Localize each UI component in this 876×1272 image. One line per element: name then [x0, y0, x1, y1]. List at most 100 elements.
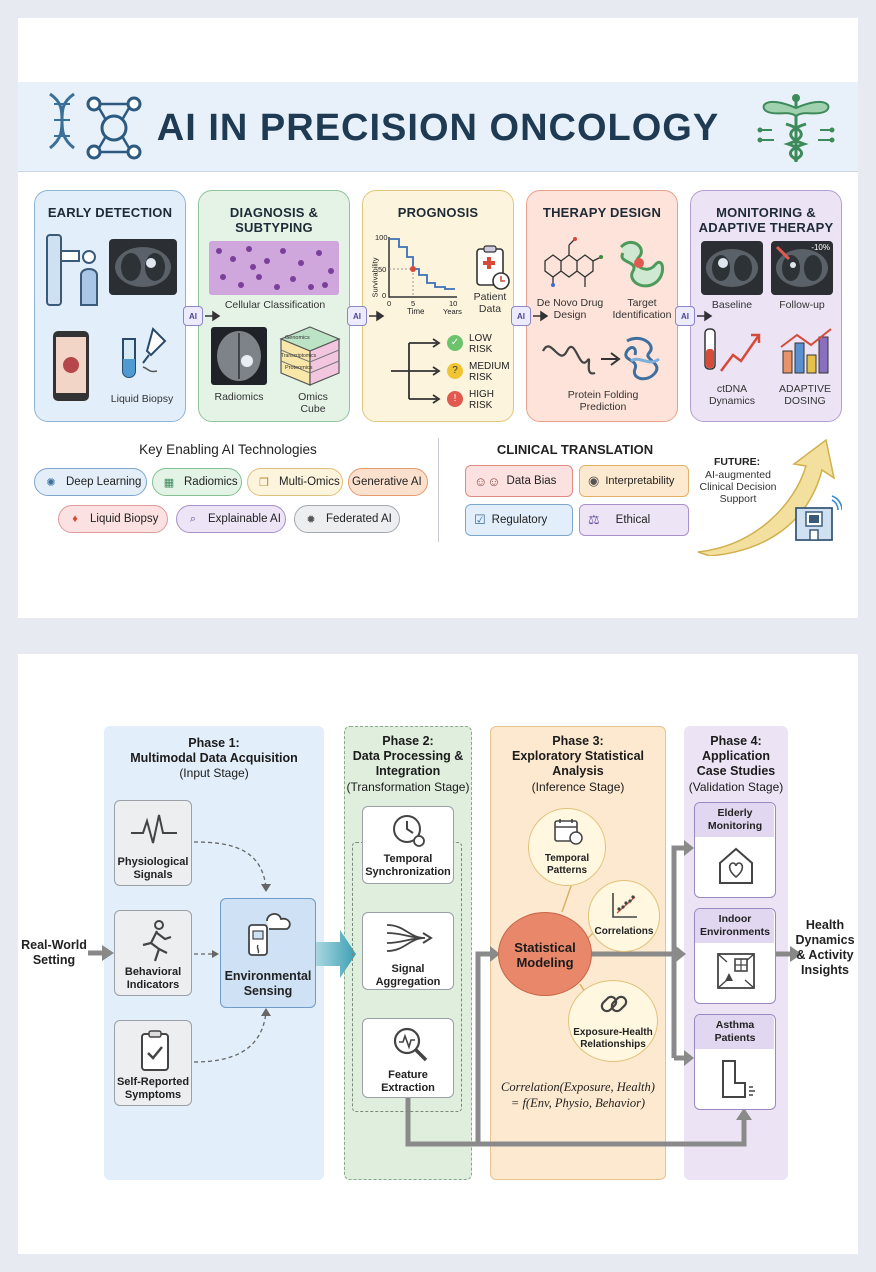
molecule-icon	[535, 231, 605, 295]
clinical-data-bias: ☺☺Data Bias	[465, 465, 573, 497]
time-label: Time	[407, 307, 425, 316]
caduceus-icon	[754, 90, 838, 166]
phase-3-stage: (Inference Stage)	[531, 780, 625, 794]
test-tube-icon	[113, 325, 173, 381]
phase-1-stage: (Input Stage)	[179, 766, 249, 780]
stage-prognosis: PROGNOSIS Survivability 100 50 0 0 5 10 …	[362, 190, 514, 422]
reduction-badge: -10%	[811, 243, 830, 252]
medium-risk-label: MEDIUM RISK	[469, 361, 510, 383]
analysis-exposure-health: Exposure-Health Relationships	[568, 980, 658, 1062]
ai-chip-4: AI	[675, 306, 695, 326]
clinical-label: Regulatory	[491, 514, 548, 526]
oncology-card: AI IN PRECISION ONCOLOGY EARLY DETECTION	[18, 18, 858, 618]
stage-early-detection: EARLY DETECTION	[34, 190, 186, 422]
people-icon: ☺☺	[474, 473, 501, 489]
calendar-clock-icon	[554, 819, 583, 845]
source-label: Self-Reported Symptoms	[116, 1076, 190, 1101]
xtick-10: 10	[449, 299, 458, 308]
clinical-interpretability: ◉Interpretability	[579, 465, 689, 497]
tech-label: Explainable AI	[208, 513, 281, 525]
tech-generative-ai: Generative AI	[348, 468, 428, 496]
source-behavioral: Behavioral Indicators	[114, 910, 192, 996]
label-protein-folding: Protein Folding Prediction	[567, 389, 639, 413]
label-baseline: Baseline	[711, 299, 753, 311]
title-band	[18, 82, 858, 172]
clinical-label: Ethical	[615, 514, 651, 526]
high-risk-icon: !	[447, 391, 463, 407]
label-patient-data: Patient Data	[473, 291, 507, 315]
label-follow-up: Follow-up	[779, 299, 825, 311]
phone-skin-icon	[51, 329, 91, 403]
tech-label: Deep Learning	[66, 476, 142, 488]
analysis-label: Correlations	[594, 926, 654, 937]
analysis-label: Temporal Patterns	[544, 853, 590, 876]
analysis-label: Exposure-Health Relationships	[573, 1027, 653, 1050]
source-physiological: Physiological Signals	[114, 800, 192, 886]
case-elderly-monitoring: Elderly Monitoring	[694, 802, 776, 898]
scales-icon: ⚖	[588, 512, 600, 527]
case-label: Indoor Environments	[699, 913, 770, 938]
label-radiomics: Radiomics	[214, 391, 264, 403]
clipboard-check-icon	[141, 1030, 169, 1071]
room-window-icon	[717, 953, 755, 989]
phase-1-title: Phase 1:	[188, 736, 240, 750]
future-text: AI-augmented Clinical Decision Support	[699, 469, 777, 505]
future-arrow	[694, 436, 844, 557]
clinical-ethical: ⚖ Ethical	[579, 504, 689, 536]
magnifier-icon: ⌕	[189, 512, 197, 525]
cubes-icon: ❒	[259, 476, 269, 489]
dna-network-icon	[44, 90, 144, 166]
processing-label: Temporal Synchronization	[365, 853, 451, 878]
case-asthma-patients: Asthma Patients	[694, 1014, 776, 1110]
mammography-icon	[43, 231, 103, 309]
phase-1-subtitle: Multimodal Data Acquisition	[130, 751, 298, 765]
low-risk-icon: ✓	[447, 335, 463, 351]
baseline-ct-icon	[701, 241, 763, 295]
processing-feature-extraction: Feature Extraction	[362, 1018, 454, 1098]
processing-signal-aggregation: Signal Aggregation	[362, 912, 454, 990]
analysis-correlations: Correlations	[588, 880, 660, 952]
merge-arrows-icon	[386, 924, 433, 952]
processing-label: Feature Extraction	[381, 1069, 435, 1094]
heartbeat-icon	[131, 814, 177, 844]
formula-line-2: = f(Env, Physio, Behavior)	[510, 1096, 646, 1110]
tech-explainable-ai: ⌕ Explainable AI	[176, 505, 286, 533]
droplet-icon: ♦	[72, 513, 78, 525]
top-stage-arrows	[205, 310, 713, 322]
ai-chip-3: AI	[511, 306, 531, 326]
magnifier-wave-icon	[393, 1027, 428, 1062]
modeling-label: Statistical Modeling	[514, 940, 576, 970]
statistical-modeling	[498, 912, 592, 996]
processing-temporal-sync: Temporal Synchronization	[362, 806, 454, 884]
tech-label: Generative AI	[352, 476, 422, 488]
case-header	[695, 1015, 774, 1049]
grid-icon: ▦	[163, 476, 175, 489]
section-divider	[438, 438, 439, 542]
stage-title: PROGNOSIS	[397, 205, 479, 220]
processing-label: Signal Aggregation	[375, 963, 441, 988]
label-liquid-biopsy: Liquid Biopsy	[110, 393, 174, 405]
tech-liquid-biopsy: ♦Liquid Biopsy	[58, 505, 168, 533]
label-ctdna: ctDNA Dynamics	[708, 383, 756, 407]
tech-title: Key Enabling AI Technologies	[139, 442, 317, 457]
tech-multi-omics: ❒ Multi-Omics	[247, 468, 343, 496]
label-adaptive-dosing: ADAPTIVE DOSING	[779, 383, 831, 407]
analysis-temporal-patterns: Temporal Patterns	[528, 808, 606, 886]
cube-face-proteomics: Proteomics	[285, 365, 313, 371]
followup-ct-icon: -10%	[771, 241, 833, 295]
output-label: Health Dynamics & Activity Insights	[795, 918, 855, 977]
formula-line-1: Correlation(Exposure, Health)	[501, 1080, 655, 1094]
tech-deep-learning: ✺ Deep Learning	[34, 468, 147, 496]
xtick-0: 0	[387, 299, 392, 308]
house-heart-icon	[719, 847, 753, 884]
input-label: Real-World Setting	[21, 938, 87, 967]
network-icon: ✺	[46, 476, 56, 489]
stage-diagnosis: DIAGNOSIS & SUBTYPING Cellular Classific…	[198, 190, 350, 422]
label-de-novo: De Novo Drug Design	[536, 297, 604, 321]
source-label: Behavioral Indicators	[124, 966, 182, 991]
survival-plot: Survivability 100 50 0 0 5 10 Time Years	[369, 231, 465, 316]
stage-title: EARLY DETECTION	[47, 205, 173, 220]
tech-label: Multi-Omics	[279, 476, 340, 488]
source-self-reported: Self-Reported Symptoms	[114, 1020, 192, 1106]
